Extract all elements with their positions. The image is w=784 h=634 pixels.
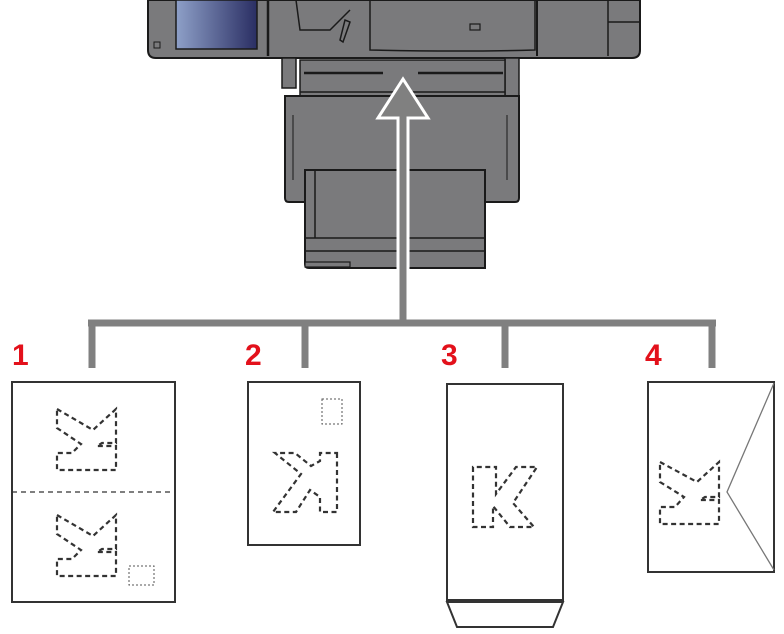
- letter-k-icon: [270, 451, 339, 514]
- paper-item-2: [247, 381, 361, 546]
- envelope-item-4: [647, 381, 775, 573]
- connector-bracket: [88, 300, 716, 368]
- printer-body: [147, 0, 641, 59]
- item-label-3: 3: [441, 339, 458, 372]
- stamp-area-icon: [128, 565, 155, 586]
- item-label-4: 4: [645, 339, 662, 372]
- insert-direction-arrow-icon: [375, 76, 431, 324]
- envelope-item-3: [445, 383, 565, 628]
- letter-k-icon: [658, 459, 721, 526]
- stamp-area-icon: [321, 398, 343, 425]
- paper-item-1: [11, 381, 176, 603]
- item-label-2: 2: [245, 339, 262, 372]
- touch-screen-icon: [175, 0, 258, 50]
- letter-k-icon: [55, 406, 118, 472]
- item-label-1: 1: [12, 339, 29, 372]
- letter-k-icon: [471, 465, 540, 529]
- letter-k-icon: [55, 512, 118, 578]
